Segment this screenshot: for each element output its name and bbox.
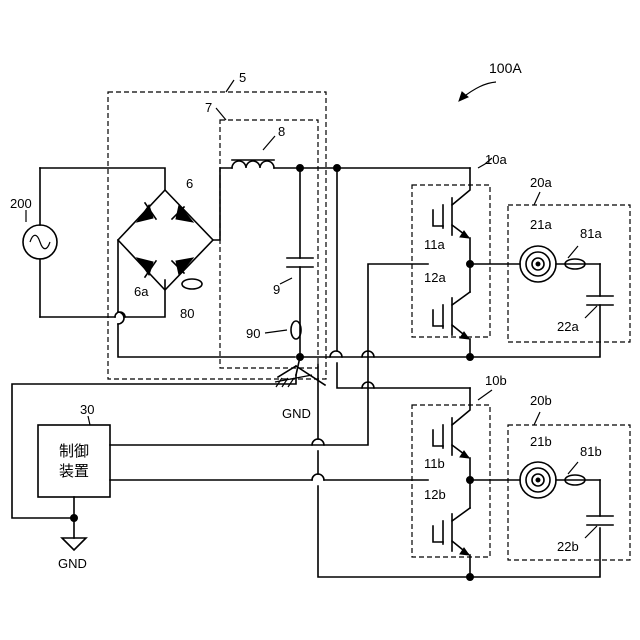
diode-bridge — [118, 190, 213, 290]
label-resonant-cap-b: 22b — [557, 539, 579, 554]
label-controller-num: 30 — [80, 402, 94, 417]
ground-symbol-bottom — [62, 518, 86, 550]
leader-line — [534, 412, 540, 425]
label-load-a: 20a — [530, 175, 552, 190]
choke-inductor — [232, 160, 274, 168]
leader-line — [568, 462, 578, 474]
source-top-wire — [40, 168, 165, 190]
resonant-capacitor-a — [470, 264, 613, 357]
label-switch-11b: 11b — [424, 456, 445, 471]
resonant-capacitor-b — [587, 480, 613, 525]
label-choke: 8 — [278, 124, 285, 139]
label-system: 100A — [489, 60, 522, 76]
leader-line — [478, 390, 492, 400]
inverter-b-box — [412, 405, 490, 557]
label-inverter-a: 10a — [485, 152, 507, 167]
label-load-b: 20b — [530, 393, 552, 408]
control-device-box — [38, 425, 110, 497]
label-ground-top: GND — [282, 406, 311, 421]
return-bus-b-wire-3 — [318, 486, 600, 577]
inverter-a — [433, 168, 474, 361]
leader-line — [585, 526, 597, 538]
bridge-negative-hop — [118, 312, 124, 324]
system-arrow-head — [459, 92, 468, 101]
heating-coil-a — [520, 246, 556, 282]
current-sensor-80 — [182, 279, 202, 289]
label-current-sensor: 80 — [180, 306, 194, 321]
leader-line — [263, 136, 275, 150]
leader-line — [216, 108, 226, 120]
wire-hop — [312, 439, 324, 445]
label-inverter-b: 10b — [485, 373, 507, 388]
leader-line — [226, 80, 234, 92]
label-filter-unit: 7 — [205, 100, 212, 115]
label-ground-bottom: GND — [58, 556, 87, 571]
label-coil-sensor-a: 81a — [580, 226, 602, 241]
filter-unit-box — [220, 120, 318, 368]
label-diode-bottom: 6a — [134, 284, 149, 299]
wire-hop — [312, 474, 324, 480]
label-coil-b: 21b — [530, 434, 552, 449]
bridge-positive-wire — [213, 168, 232, 240]
label-ac-source: 200 — [10, 196, 32, 211]
label-rectifier-unit: 5 — [239, 70, 246, 85]
label-switch-12a: 12a — [424, 270, 446, 285]
wire-hop — [330, 351, 342, 357]
label-resonant-cap-a: 22a — [557, 319, 579, 334]
rectifier-unit-box — [108, 92, 326, 379]
label-switch-12b: 12b — [424, 487, 446, 502]
label-coil-a: 21a — [530, 217, 552, 232]
gate-11a-line — [110, 264, 428, 445]
inverter-a-box — [412, 185, 490, 337]
label-sensor: 90 — [246, 326, 260, 341]
bus-b-wire-2 — [337, 363, 470, 388]
heating-coil-b — [520, 462, 556, 498]
label-controller-line2: 装置 — [59, 462, 89, 480]
leader-line — [534, 192, 540, 205]
label-capacitor: 9 — [273, 282, 280, 297]
leader-line — [265, 330, 287, 333]
label-controller-line1: 制御 — [59, 442, 89, 460]
label-switch-11a: 11a — [424, 237, 445, 252]
label-bridge: 6 — [186, 176, 193, 191]
inverter-b — [433, 388, 474, 581]
leader-line — [568, 246, 578, 258]
leader-line — [585, 306, 597, 318]
bridge-negative-wire-2 — [118, 324, 295, 357]
leader-line — [280, 278, 292, 284]
ac-source — [23, 168, 57, 317]
label-coil-sensor-b: 81b — [580, 444, 602, 459]
leader-line — [88, 416, 90, 425]
